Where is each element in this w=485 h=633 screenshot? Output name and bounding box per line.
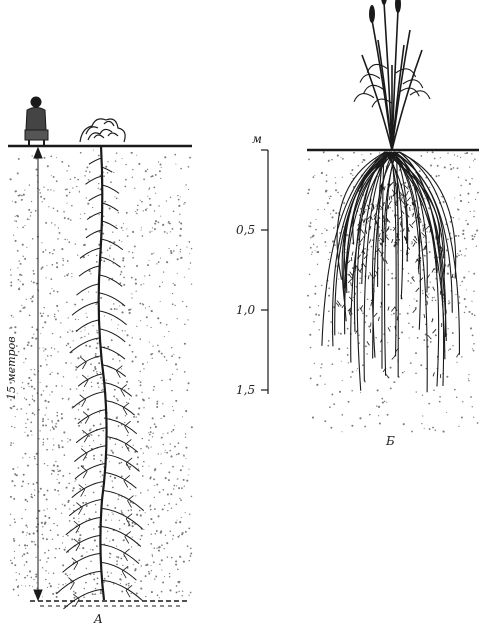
depth-label-a: 15 метров [6,336,17,400]
scale-unit: м [252,133,262,145]
scale-tick-label: 1,5 [236,384,255,396]
fibrous-roots-b [322,152,460,392]
person-figure [25,97,48,146]
scale-tick-label: 0,5 [236,224,255,236]
taproot-a [99,146,107,600]
depth-scale-b [261,150,268,394]
scale-tick-label: 1,0 [236,304,255,316]
grass-shoots-b [354,0,430,150]
panel-b-caption: Б [386,435,395,447]
shrub-canopy-a [80,119,125,142]
panel-a-caption: A [94,613,103,625]
